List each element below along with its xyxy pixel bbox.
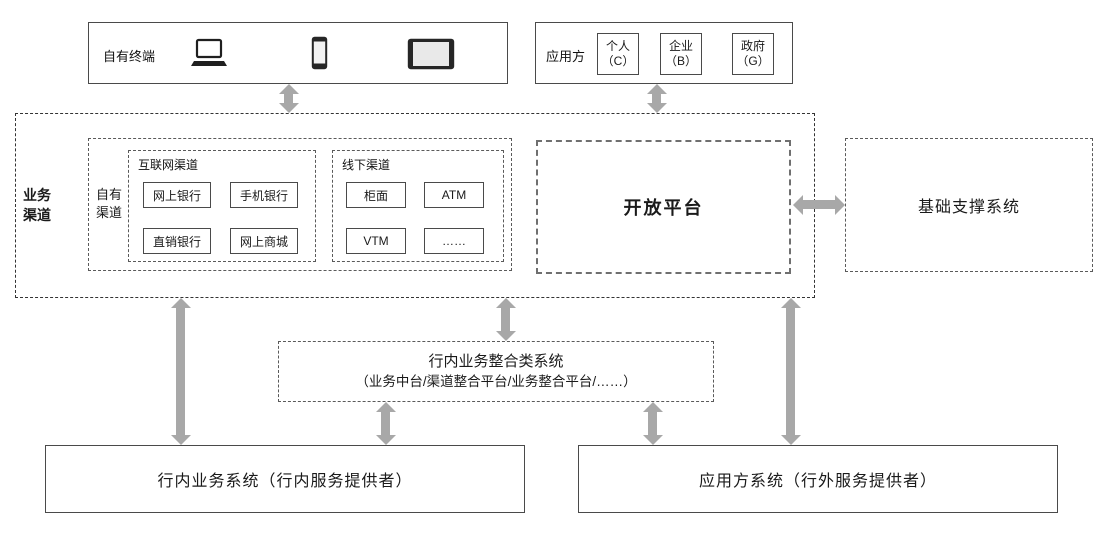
internet-channels-box xyxy=(128,150,316,262)
applicant-government-label: 政府 （G） xyxy=(736,39,770,68)
channel-online-banking-label: 网上银行 xyxy=(152,188,201,203)
channel-ellipsis: …… xyxy=(424,228,484,254)
arrow-integration-applicant-system xyxy=(642,402,663,445)
open-platform-label: 开放平台 xyxy=(623,198,704,218)
channel-vtm-label: VTM xyxy=(363,234,389,248)
tablet-icon xyxy=(407,38,455,70)
integration-subtitle: （业务中台/渠道整合平台/业务整合平台/……） xyxy=(355,374,637,390)
arrow-open-platform-support xyxy=(793,194,845,215)
support-system-label: 基础支撑系统 xyxy=(917,199,1020,216)
applicant-system-label: 应用方系统（行外服务提供者） xyxy=(698,473,937,490)
channel-direct-banking-label: 直销银行 xyxy=(152,234,201,249)
arrow-channels-internal-system xyxy=(170,298,191,445)
channel-online-banking: 网上银行 xyxy=(143,182,211,208)
own-channels-box xyxy=(88,138,512,271)
applicant-personal-label: 个人 （C） xyxy=(601,39,635,68)
integration-title: 行内业务整合类系统 xyxy=(428,352,564,370)
channel-direct-banking: 直销银行 xyxy=(143,228,211,254)
offline-channels-box xyxy=(332,150,504,262)
channel-mobile-banking-label: 手机银行 xyxy=(239,188,288,203)
internet-channels-label: 互联网渠道 xyxy=(136,156,201,173)
channel-counter-label: 柜面 xyxy=(363,188,388,203)
channel-ellipsis-label: …… xyxy=(442,234,466,248)
offline-channels-label: 线下渠道 xyxy=(340,156,393,173)
channel-mobile-banking: 手机银行 xyxy=(230,182,298,208)
arrow-applicants-open-platform xyxy=(646,84,667,113)
arrow-channels-applicant-system xyxy=(780,298,801,445)
arrow-channels-integration xyxy=(495,298,516,341)
channel-atm-label: ATM xyxy=(441,188,467,202)
channel-online-mall: 网上商城 xyxy=(230,228,298,254)
applicant-enterprise-label: 企业 （B） xyxy=(664,39,697,68)
internal-business-system-label: 行内业务系统（行内服务提供者） xyxy=(157,473,413,490)
arrow-integration-internal-system xyxy=(375,402,396,445)
own-channels-label: 自有 渠道 xyxy=(95,187,122,221)
applicant-personal: 个人 （C） xyxy=(597,33,639,75)
channel-vtm: VTM xyxy=(346,228,406,254)
laptop-icon xyxy=(191,38,227,66)
business-channels-label: 业务 渠道 xyxy=(23,187,51,223)
own-terminals-label: 自有终端 xyxy=(103,49,156,64)
applicants-box: 应用方 个人 （C） 企业 （B） 政府 （G） xyxy=(535,22,793,84)
internal-business-system-box: 行内业务系统（行内服务提供者） xyxy=(45,445,525,513)
smartphone-icon xyxy=(311,36,328,70)
own-terminals-box: 自有终端 xyxy=(88,22,508,84)
open-platform-box: 开放平台 xyxy=(536,140,791,274)
channel-counter: 柜面 xyxy=(346,182,406,208)
applicant-government: 政府 （G） xyxy=(732,33,774,75)
channel-online-mall-label: 网上商城 xyxy=(239,234,288,249)
arrow-terminals-channels xyxy=(278,84,299,113)
integration-systems-box: 行内业务整合类系统 （业务中台/渠道整合平台/业务整合平台/……） xyxy=(278,341,714,402)
channel-atm: ATM xyxy=(424,182,484,208)
applicant-system-box: 应用方系统（行外服务提供者） xyxy=(578,445,1058,513)
support-system-box: 基础支撑系统 xyxy=(845,138,1093,272)
applicants-label: 应用方 xyxy=(546,49,586,64)
applicant-enterprise: 企业 （B） xyxy=(660,33,702,75)
